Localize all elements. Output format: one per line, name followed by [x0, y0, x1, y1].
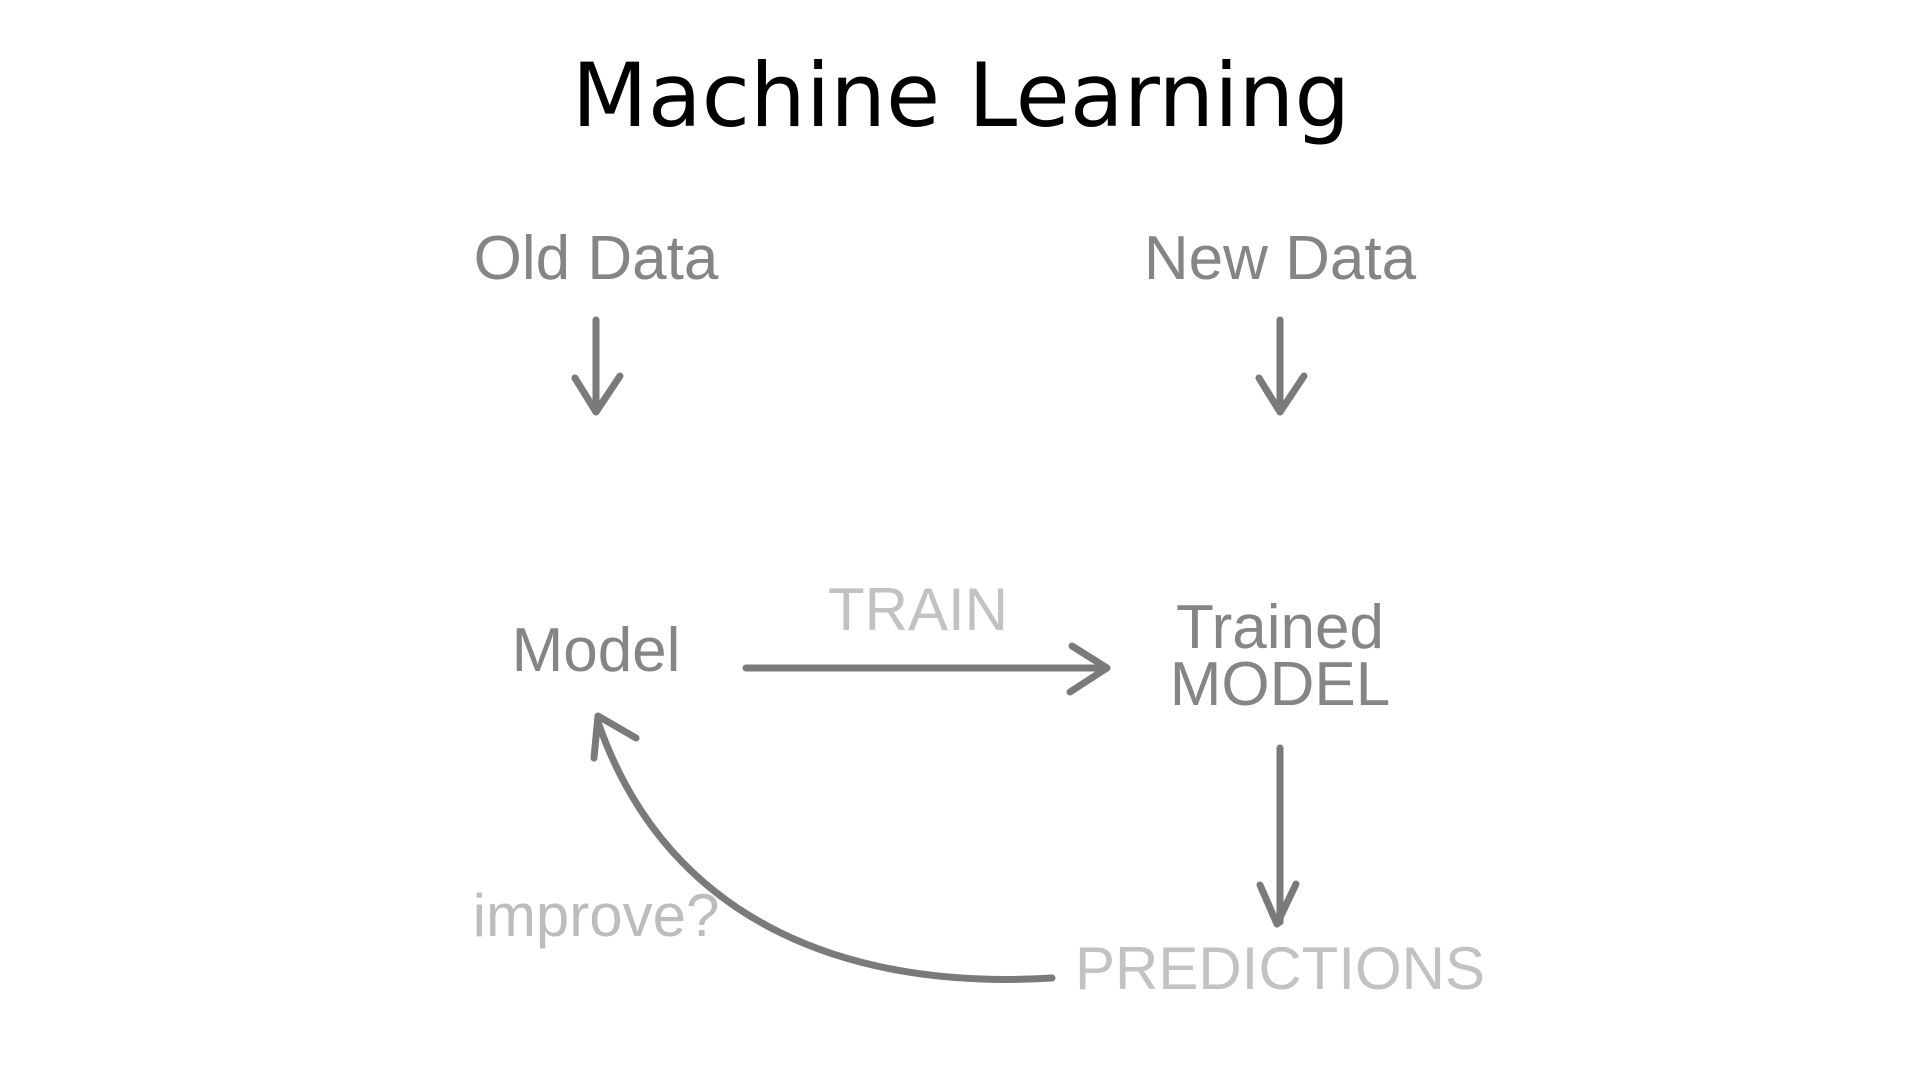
node-trained-line2: MODEL	[1169, 650, 1391, 719]
edge-label-train: TRAIN	[828, 576, 1008, 643]
node-predictions: PREDICTIONS	[1074, 935, 1486, 1002]
page-title: Machine Learning	[571, 44, 1351, 147]
node-new-data: New Data	[1143, 224, 1417, 293]
node-trained-line1: Trained	[1176, 593, 1384, 662]
edge-label-improve: improve?	[472, 882, 720, 949]
arrow-trained-model-to-predictions	[1256, 744, 1300, 928]
node-old-data: Old Data	[473, 224, 719, 293]
arrow-train	[742, 642, 1111, 696]
arrow-old-data-to-model	[571, 316, 624, 416]
arrow-improve-curve	[590, 712, 1056, 983]
node-model: Model	[511, 616, 681, 685]
arrow-new-data-to-trained-model	[1255, 316, 1308, 416]
